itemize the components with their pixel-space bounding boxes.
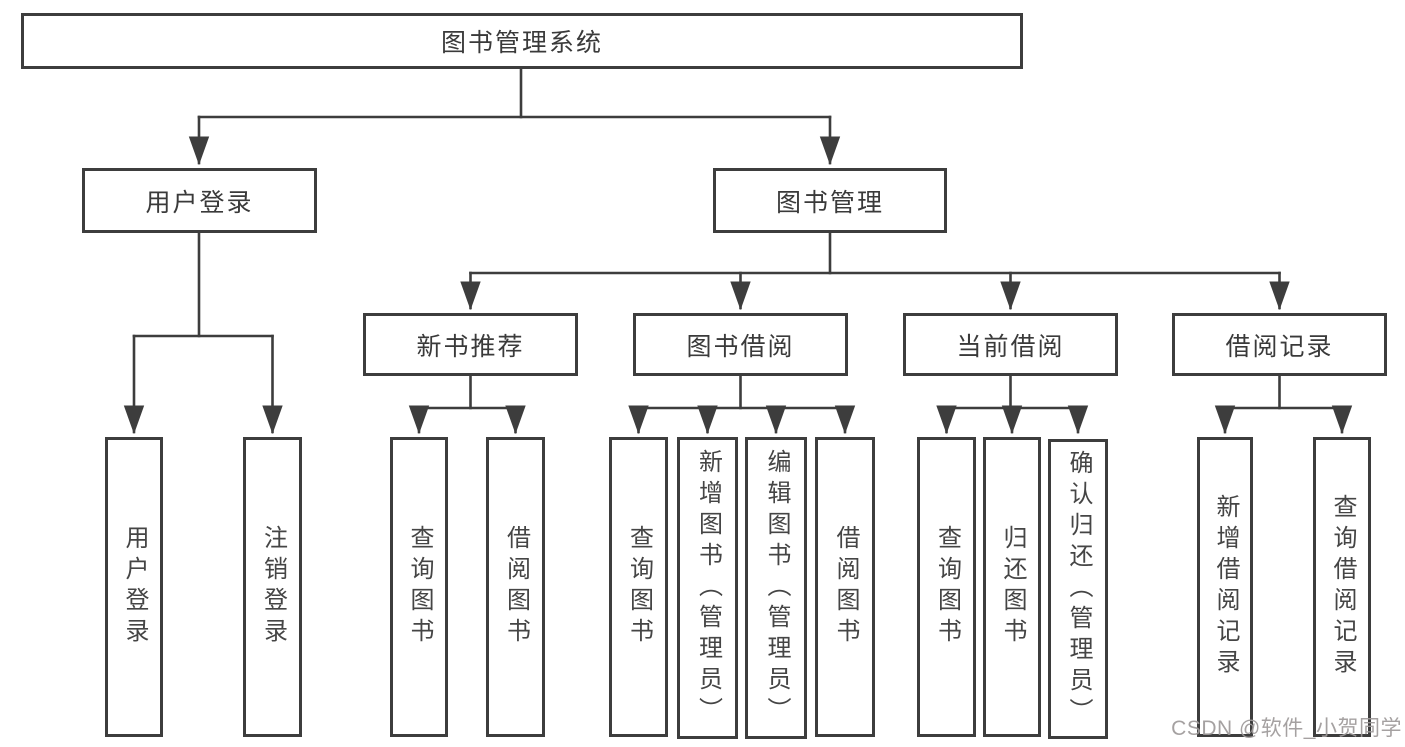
leaf-logout: 注销登录 xyxy=(243,437,302,737)
leaf-query-books-current: 查询图书 xyxy=(917,437,976,737)
node-current-borrow: 当前借阅 xyxy=(903,313,1118,376)
connector-root xyxy=(188,67,841,166)
connector-current-borrow xyxy=(936,374,1089,435)
connector-borrow-records xyxy=(1214,374,1353,435)
node-new-book-recommend: 新书推荐 xyxy=(363,313,578,376)
connector-user-login xyxy=(123,231,283,435)
connector-book-management xyxy=(460,231,1290,311)
leaf-query-books-borrow: 查询图书 xyxy=(609,437,668,737)
leaf-borrow-books-recommend: 借阅图书 xyxy=(486,437,545,737)
leaf-user-login: 用户登录 xyxy=(105,437,163,737)
connector-book-borrow xyxy=(628,374,856,435)
leaf-query-books-recommend: 查询图书 xyxy=(390,437,448,737)
leaf-borrow-books: 借阅图书 xyxy=(815,437,875,737)
node-book-borrow: 图书借阅 xyxy=(633,313,848,376)
leaf-add-borrow-record: 新增借阅记录 xyxy=(1197,437,1253,737)
node-library-management-system: 图书管理系统 xyxy=(21,13,1023,69)
node-book-management: 图书管理 xyxy=(713,168,947,233)
watermark: CSDN @软件_小贺同学 xyxy=(1171,717,1402,740)
leaf-edit-books-admin: 编辑图书（管理员） xyxy=(745,437,807,739)
leaf-add-books-admin: 新增图书（管理员） xyxy=(677,437,738,739)
connector-new-book-recommend xyxy=(408,374,526,435)
node-user-login: 用户登录 xyxy=(82,168,317,233)
leaf-query-borrow-record: 查询借阅记录 xyxy=(1313,437,1371,737)
leaf-confirm-return-admin: 确认归还（管理员） xyxy=(1048,439,1108,739)
leaf-return-books: 归还图书 xyxy=(983,437,1041,737)
node-borrow-records: 借阅记录 xyxy=(1172,313,1387,376)
